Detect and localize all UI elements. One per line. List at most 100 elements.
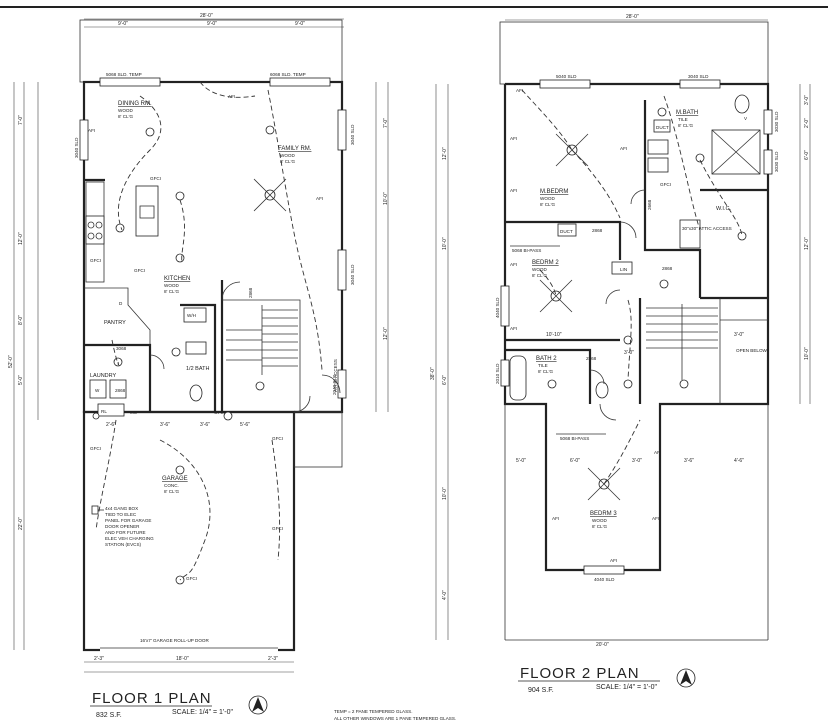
room-bed2-name: BEDRM 2 bbox=[532, 260, 559, 266]
room-kitchen-sub1: WOOD bbox=[164, 283, 179, 288]
f1-window-right-1 bbox=[337, 109, 347, 151]
room-garage-name: GARAGE bbox=[162, 476, 188, 482]
f1-dim-left-c: 8'-0" bbox=[18, 315, 24, 325]
note-line-2: TIED TO ELEC bbox=[105, 512, 137, 517]
f1-window-1-label: 5068 SLD. TEMP bbox=[106, 72, 142, 77]
f1-lav bbox=[185, 341, 207, 355]
note-line-1: 4x4 GANG BOX bbox=[105, 506, 138, 511]
room-mbed-name: M.BEDRM bbox=[540, 189, 568, 195]
f2-dim-hall-c: 3'-0" bbox=[734, 332, 744, 338]
f2-window-bottom bbox=[583, 565, 625, 575]
f2-tag-gfci-1: GFCI bbox=[660, 182, 671, 187]
f2-dim-left-c: 6'-0" bbox=[442, 375, 448, 385]
room-open-below: OPEN BELOW bbox=[736, 348, 768, 353]
f1-ceiling-fan bbox=[253, 178, 287, 212]
f2-room-bed2: BEDRM 2 WOOD 8' CL'G bbox=[532, 260, 559, 278]
f2-dim-top-total: 28'-0" bbox=[626, 14, 639, 20]
f2-window-5-label: 4040 SLD bbox=[495, 297, 500, 318]
room-family-sub2: 8' CL'G bbox=[280, 159, 295, 164]
floor1-area: 832 S.F. bbox=[96, 712, 122, 719]
f2-mbath-lav-1 bbox=[647, 139, 669, 155]
f1-window-top-left bbox=[99, 77, 161, 87]
f1-tag-gfci-2: GFCI bbox=[90, 258, 101, 263]
f1-room-family: FAMILY RM. WOOD 8' CL'G bbox=[278, 146, 312, 164]
f2-window-1-label: 5040 SLD bbox=[556, 74, 577, 79]
f2-window-top-2 bbox=[679, 79, 721, 89]
f2-tag-vent: V bbox=[744, 116, 748, 121]
f2-dim-left-e: 4'-0" bbox=[442, 590, 448, 600]
room-pantry-name: PANTRY bbox=[104, 320, 126, 326]
room-kitchen-sub2: 8' CL'G bbox=[164, 289, 179, 294]
f2-window-right-2 bbox=[763, 149, 773, 175]
north-arrow-icon bbox=[676, 668, 696, 688]
f1-kitchen-sink bbox=[139, 205, 155, 219]
f2-dim-right-e: 10'-0" bbox=[804, 347, 810, 360]
f1-dim-left-total: 52'-0" bbox=[8, 355, 14, 368]
f2-dim-hall-a: 10'-10" bbox=[546, 332, 562, 338]
f2-duct-1-label: DUCT bbox=[656, 125, 669, 130]
f2-dim-hall-e: 6'-0" bbox=[570, 458, 580, 464]
note-line-6: ELEC VEH CHARGING bbox=[105, 536, 154, 541]
room-dining-sub1: WOOD bbox=[118, 108, 133, 113]
f1-fridge bbox=[183, 307, 207, 323]
room-halfbath-name: 1/2 BATH bbox=[186, 366, 209, 372]
f2-dim-hall-d: 5'-0" bbox=[516, 458, 526, 464]
f1-tag-gfci-5: GFCI bbox=[272, 436, 283, 441]
room-mbath-name: M.BATH bbox=[676, 110, 698, 116]
f2-shower-x2 bbox=[711, 129, 761, 175]
room-kitchen-name: KITCHEN bbox=[164, 276, 190, 282]
f2-linen bbox=[611, 261, 633, 275]
f2-window-4-label: 3030 SLD bbox=[774, 151, 779, 172]
room-family-name: FAMILY RM. bbox=[278, 146, 312, 152]
f1-door-entry bbox=[321, 374, 341, 394]
f1-window-right-2 bbox=[337, 249, 347, 291]
f1-dim-bottom-total: 18'-0" bbox=[176, 656, 189, 662]
f2-light-fixtures bbox=[547, 107, 747, 389]
f2-tag-afi-1: AFI bbox=[516, 88, 523, 93]
f2-dim-hall-g: 3'-6" bbox=[684, 458, 694, 464]
f1-dim-left-b: 12'-0" bbox=[18, 232, 24, 245]
f1-dim-bottom-a: 2'-3" bbox=[94, 656, 104, 662]
f1-dim-garage-d: 5'-6" bbox=[240, 422, 250, 428]
f1-dryer-label: W bbox=[95, 388, 100, 393]
f2-dim-left-d: 10'-0" bbox=[442, 487, 448, 500]
f1-toilet bbox=[189, 384, 203, 402]
floor1-plan: 28'-0" 9'-0" 9'-0" 9'-0" 52'-0" 7'-0" 12… bbox=[8, 13, 389, 719]
f2-outlet-tags: AFI AFI AFI AFI AFI AFI AFI AFI AFI AFI … bbox=[510, 88, 748, 563]
f2-stairs bbox=[646, 304, 718, 380]
f1-burner-1 bbox=[87, 221, 95, 229]
room-bed3-sub2: 8' CL'G bbox=[592, 524, 607, 529]
f1-dim-garage-a: 2'-6" bbox=[106, 422, 116, 428]
f2-mbath-toilet bbox=[734, 94, 750, 114]
note-line-7: STATION (EVCS) bbox=[105, 542, 142, 547]
f2-attic-access bbox=[679, 219, 701, 249]
f1-dim-right-c: 12'-0" bbox=[383, 327, 389, 340]
f2-window-6-label: 2010 SLD bbox=[495, 363, 500, 384]
f2-room-bed3: BEDRM 3 WOOD 8' CL'G bbox=[590, 511, 617, 529]
f1-dim-top-a: 9'-0" bbox=[118, 21, 128, 27]
f2-tag-afi-4: AFI bbox=[620, 146, 627, 151]
f1-tag-afi-2: AFI bbox=[228, 94, 235, 99]
f1-pantry-wall bbox=[84, 287, 151, 346]
f2-dim-hall-h: 4'-6" bbox=[734, 458, 744, 464]
room-bed3-sub1: WOOD bbox=[592, 518, 607, 523]
f1-dim-left-e: 22'-0" bbox=[18, 517, 24, 530]
f2-duct-2 bbox=[557, 223, 577, 237]
room-laundry-name: LAUNDRY bbox=[90, 373, 117, 379]
f2-wiring bbox=[521, 89, 743, 485]
f2-room-mbath: M.BATH TILE 8' CL'G bbox=[676, 110, 698, 128]
f1-stair-wall-r bbox=[222, 299, 301, 412]
room-garage-sub1: CONC. bbox=[164, 483, 179, 488]
f1-dim-top-total: 28'-0" bbox=[200, 13, 213, 19]
f2-tag-afi-7: AFI bbox=[552, 516, 559, 521]
f1-door-porch bbox=[293, 395, 311, 413]
room-bath2-name: BATH 2 bbox=[536, 356, 557, 362]
note-line-4: DOOR OPENER bbox=[105, 524, 140, 529]
f1-tag-gfci-7: GFCI bbox=[186, 576, 197, 581]
note-line-3: PANEL FOR GARAGE bbox=[105, 518, 151, 523]
f1-window-4-label: 3040 SLD bbox=[350, 264, 355, 285]
f2-dim-left-b: 10'-0" bbox=[442, 237, 448, 250]
room-mbed-sub1: WOOD bbox=[540, 196, 555, 201]
f1-dim-top-c: 9'-0" bbox=[295, 21, 305, 27]
f2-door-mbath bbox=[630, 189, 646, 205]
